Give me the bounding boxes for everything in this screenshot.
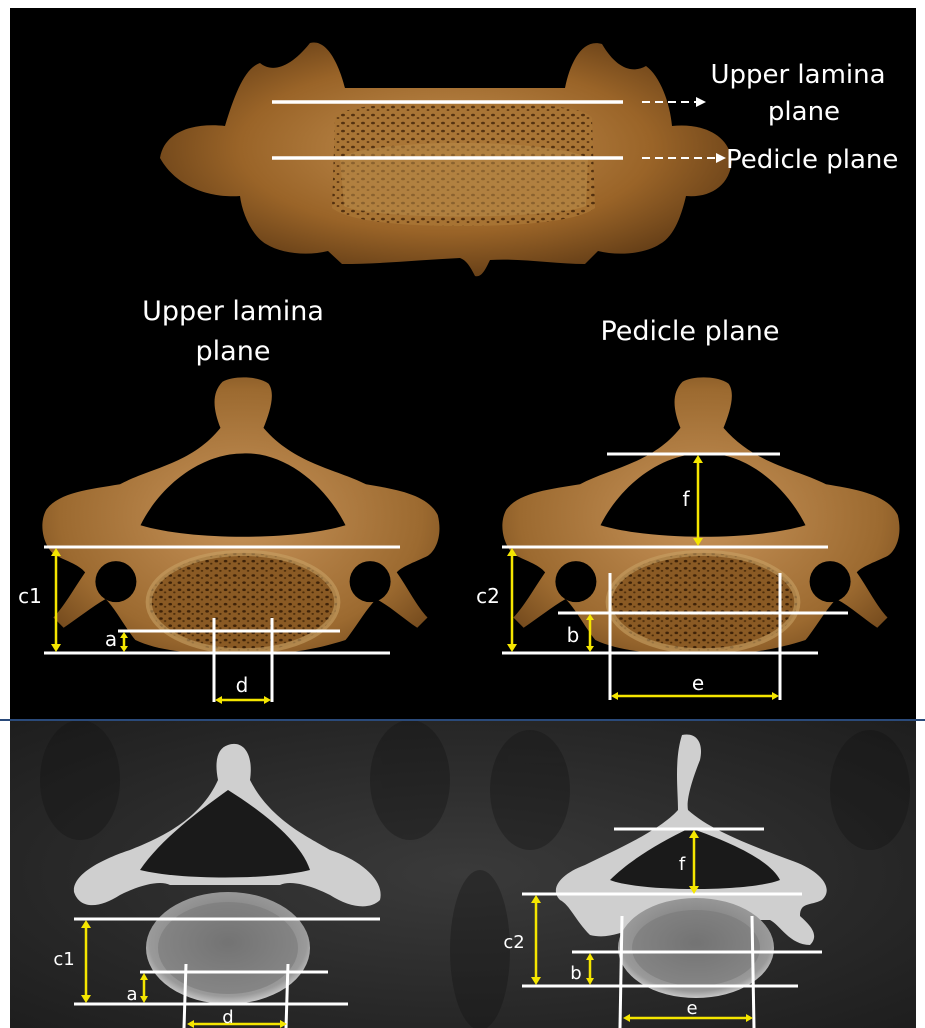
middle-panel-anatomical: Upper lamina plane Pedicle plane c1 a: [10, 280, 916, 720]
upper-lamina-label-line2: plane: [768, 97, 840, 127]
ct-left-d-label: d: [222, 1007, 233, 1028]
middle-left-c-label: c1: [18, 584, 42, 608]
pedicle-plane-label: Pedicle plane: [726, 145, 898, 175]
middle-left-a-label: a: [105, 627, 117, 651]
ct-right-e-label: e: [686, 998, 697, 1019]
ct-left-a-label: a: [126, 984, 137, 1005]
ct-left-c-label: c1: [53, 949, 74, 970]
divider-blue: [0, 719, 925, 721]
middle-right-f-label: f: [682, 487, 690, 511]
upper-lamina-label-line1: Upper lamina: [710, 60, 885, 90]
middle-right-e-label: e: [692, 671, 704, 695]
middle-left-title-line1: Upper lamina: [142, 296, 324, 327]
ct-right-f-label: f: [679, 854, 686, 875]
middle-left-d-label: d: [236, 673, 249, 697]
middle-right-title: Pedicle plane: [600, 316, 779, 347]
ct-right-c-label: c2: [503, 932, 524, 953]
middle-left-title-line2: plane: [196, 336, 271, 367]
middle-right-c-label: c2: [476, 584, 500, 608]
ct-right-b-label: b: [570, 963, 581, 984]
middle-right-b-label: b: [567, 623, 580, 647]
bottom-panel-ct: c1 a d f c2 b e: [10, 720, 916, 1028]
